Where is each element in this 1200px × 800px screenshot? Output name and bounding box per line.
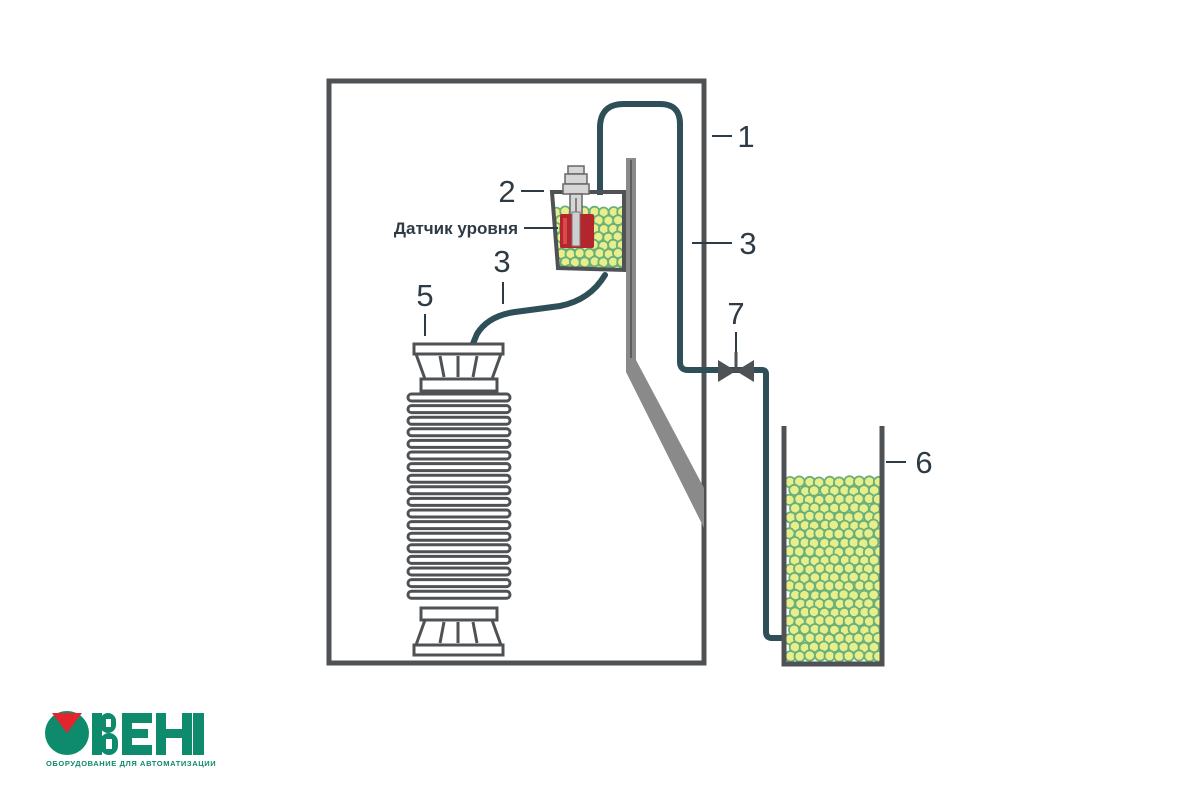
granule xyxy=(803,649,816,662)
label-1: 1 xyxy=(737,119,754,154)
granule xyxy=(842,649,855,662)
unit-rib xyxy=(406,404,512,415)
granule xyxy=(873,527,881,540)
unit-rib xyxy=(406,392,512,403)
enclosure-1 xyxy=(326,78,707,666)
logo-tagline: ОБОРУДОВАНИЕ ДЛЯ АВТОМАТИЗАЦИИ xyxy=(46,759,216,768)
label-level-sensor: Датчик уровня xyxy=(394,219,518,238)
unit-rib xyxy=(406,427,512,438)
granule xyxy=(867,536,880,549)
unit-rib xyxy=(406,496,512,507)
chute xyxy=(626,158,704,528)
unit-5 xyxy=(406,342,512,657)
granule xyxy=(793,650,806,662)
leader-lines xyxy=(424,135,906,463)
pipe-to-unit xyxy=(469,272,608,349)
unit-rib xyxy=(406,554,512,565)
pipe-main xyxy=(597,101,786,641)
unit-rib xyxy=(406,462,512,473)
label-7: 7 xyxy=(727,296,744,331)
unit-rib xyxy=(406,508,512,519)
granule xyxy=(867,588,880,601)
unit-rib xyxy=(406,543,512,554)
label-3-right: 3 xyxy=(739,226,756,261)
unit-rib xyxy=(406,578,512,589)
level-sensor xyxy=(560,165,594,248)
valve-7 xyxy=(718,352,754,382)
unit-rib xyxy=(406,485,512,496)
unit-rib xyxy=(406,450,512,461)
unit-rib xyxy=(406,589,512,600)
granule xyxy=(872,614,881,627)
label-2: 2 xyxy=(498,174,515,209)
label-5: 5 xyxy=(416,278,433,313)
company-logo: ОБОРУДОВАНИЕ ДЛЯ АВТОМАТИЗАЦИИ xyxy=(45,711,216,768)
unit-rib xyxy=(406,438,512,449)
tank-6 xyxy=(781,426,885,667)
unit-rib xyxy=(406,531,512,542)
granule xyxy=(852,649,866,662)
label-3-left: 3 xyxy=(493,244,510,279)
unit-rib xyxy=(406,473,512,484)
granule xyxy=(872,579,881,592)
unit-rib xyxy=(406,566,512,577)
unit-rib xyxy=(406,415,512,426)
unit-rib xyxy=(406,520,512,531)
label-6: 6 xyxy=(915,445,932,480)
